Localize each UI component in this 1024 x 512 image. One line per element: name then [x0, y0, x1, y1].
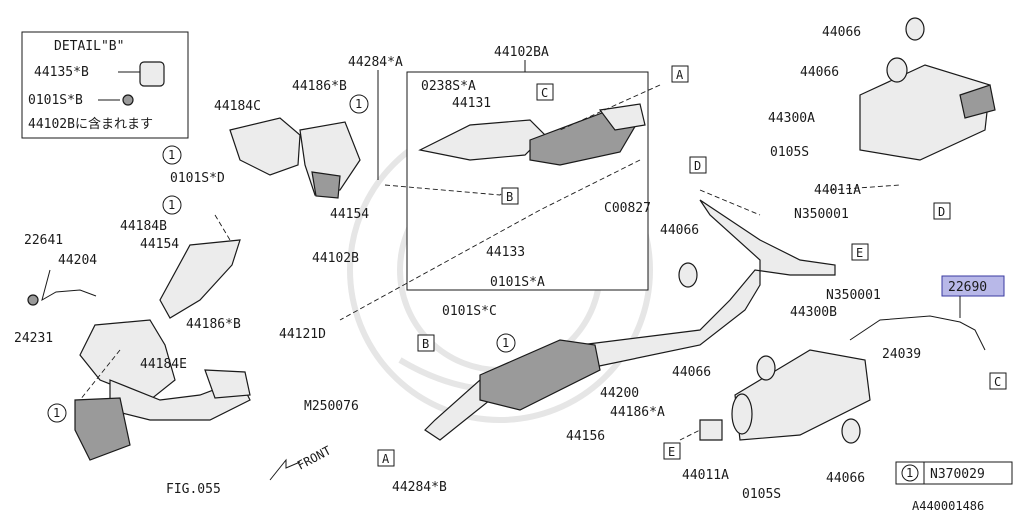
ref-one-a: 1 [355, 97, 362, 111]
ref-b-center: B [506, 190, 513, 204]
label-44186a[interactable]: 44186*A [610, 405, 665, 420]
diagram-code: A440001486 [912, 499, 984, 512]
detail-b-note: 44102Bに含まれます [28, 116, 153, 132]
detail-b-title: DETAIL"B" [54, 39, 124, 54]
label-24231[interactable]: 24231 [14, 331, 53, 346]
label-22641[interactable]: 22641 [24, 233, 63, 248]
ref-markers-circle-one: 1 1 1 1 1 [47, 94, 516, 423]
label-24039[interactable]: 24039 [882, 347, 921, 362]
ref-d-right: D [938, 205, 945, 219]
label-44300a[interactable]: 44300A [768, 111, 815, 126]
label-44066-b[interactable]: 44066 [800, 65, 839, 80]
label-44184c[interactable]: 44184C [214, 99, 261, 114]
label-44184b[interactable]: 44184B [120, 219, 167, 234]
part-label-44135b[interactable]: 44135*B [34, 65, 89, 80]
ref-e-right: E [856, 246, 863, 260]
label-0101sd[interactable]: 0101S*D [170, 171, 225, 186]
label-44066-e[interactable]: 44066 [826, 471, 865, 486]
label-44066-a[interactable]: 44066 [822, 25, 861, 40]
label-44131[interactable]: 44131 [452, 96, 491, 111]
label-44102ba[interactable]: 44102BA [494, 45, 549, 60]
o2-sensor-wires [27, 269, 986, 351]
leader-lines [79, 84, 901, 441]
ref-c-top: C [541, 86, 548, 100]
label-0105s-top[interactable]: 0105S [770, 145, 809, 160]
label-0238sa[interactable]: 0238S*A [421, 79, 476, 94]
label-44154-left[interactable]: 44154 [140, 237, 179, 252]
ref-a-bottom: A [382, 452, 390, 466]
ref-d-center: D [694, 159, 701, 173]
part-label-0101sb[interactable]: 0101S*B [28, 93, 83, 108]
ref-b-lower: B [422, 337, 429, 351]
label-44011a-top[interactable]: 44011A [814, 183, 861, 198]
legend-n370029: 1 N370029 [895, 461, 1013, 485]
front-arrow-icon [269, 458, 301, 481]
legend-ref-one: 1 [906, 466, 913, 480]
label-44066-c[interactable]: 44066 [660, 223, 699, 238]
detail-b-box: DETAIL"B" 44135*B 0101S*B 44102Bに含まれます [21, 31, 189, 139]
ref-markers-letters: A A B B C C D D E E [377, 65, 1007, 467]
label-44284b[interactable]: 44284*B [392, 480, 447, 495]
rear-muffler-44300b [699, 349, 871, 444]
ref-one-d: 1 [53, 406, 60, 420]
label-44284a[interactable]: 44284*A [348, 55, 403, 70]
ref-a-top: A [676, 68, 684, 82]
label-n350001-b[interactable]: N350001 [826, 288, 881, 303]
ref-c-right: C [994, 375, 1001, 389]
label-c00827[interactable]: C00827 [604, 201, 651, 216]
label-m250076[interactable]: M250076 [304, 399, 359, 414]
label-44200[interactable]: 44200 [600, 386, 639, 401]
label-44184e[interactable]: 44184E [140, 357, 187, 372]
label-44186b-top[interactable]: 44186*B [292, 79, 347, 94]
label-44186b-left[interactable]: 44186*B [186, 317, 241, 332]
label-44121d[interactable]: 44121D [279, 327, 326, 342]
label-44011a-bot[interactable]: 44011A [682, 468, 729, 483]
front-exhaust-pipe-part [74, 117, 361, 461]
label-44204[interactable]: 44204 [58, 253, 97, 268]
ref-one-c: 1 [168, 198, 175, 212]
rear-muffler-44300a [859, 17, 996, 161]
label-44300b[interactable]: 44300B [790, 305, 837, 320]
ref-one-b: 1 [168, 148, 175, 162]
front-direction-label: FRONT [295, 443, 333, 472]
ref-one-e: 1 [502, 336, 509, 350]
label-44133[interactable]: 44133 [486, 245, 525, 260]
center-pipe-and-muffler [424, 199, 836, 441]
label-n350001-a[interactable]: N350001 [794, 207, 849, 222]
catalytic-converter-box [406, 71, 649, 291]
label-0101sc[interactable]: 0101S*C [442, 304, 497, 319]
label-44154-mid[interactable]: 44154 [330, 207, 369, 222]
label-0101sa[interactable]: 0101S*A [490, 275, 545, 290]
label-44156[interactable]: 44156 [566, 429, 605, 444]
label-44102b[interactable]: 44102B [312, 251, 359, 266]
highlighted-part-22690[interactable]: 22690 [941, 275, 1005, 318]
label-22690[interactable]: 22690 [948, 280, 987, 295]
label-44066-d[interactable]: 44066 [672, 365, 711, 380]
label-fig055[interactable]: FIG.055 [166, 482, 221, 497]
ref-e-bottom: E [668, 445, 675, 459]
label-0105s-bot[interactable]: 0105S [742, 487, 781, 502]
label-n370029[interactable]: N370029 [930, 467, 985, 482]
